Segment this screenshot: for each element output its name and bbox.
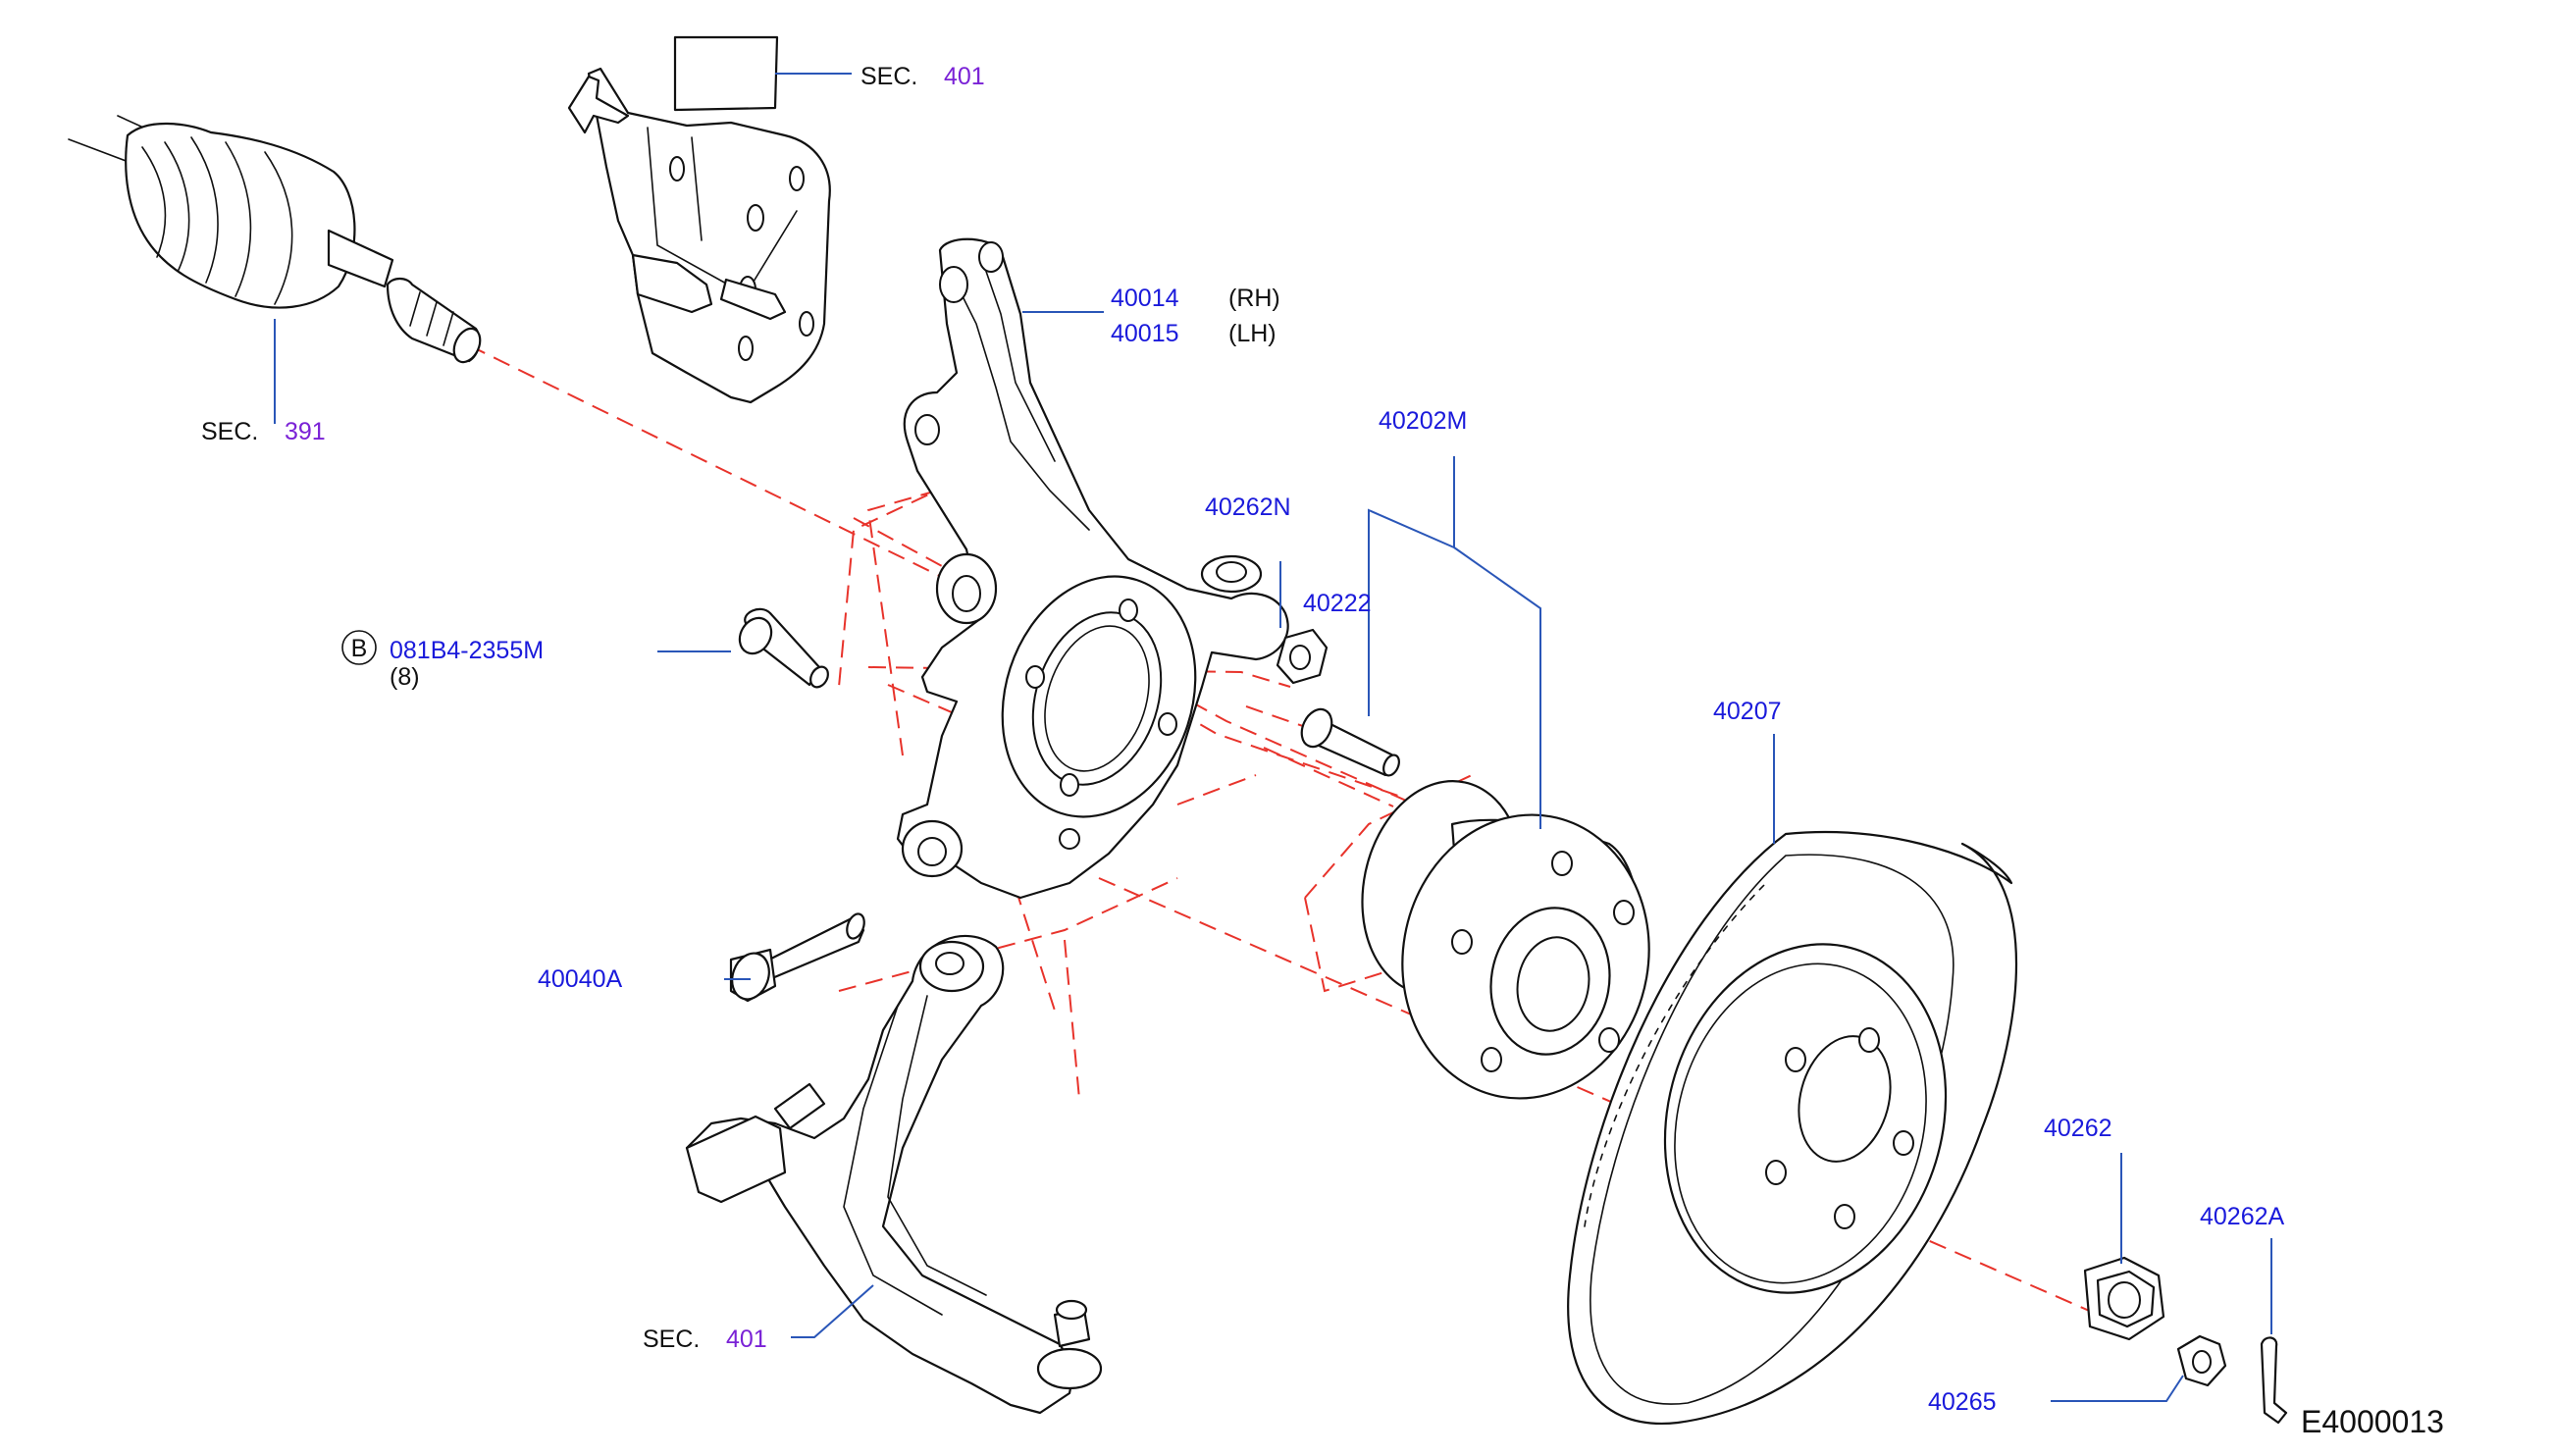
strut xyxy=(567,35,831,404)
label-40202M: 40202M xyxy=(1379,407,1467,435)
nut-40262N xyxy=(1276,628,1329,685)
bolt-b-number: 081B4-2355M xyxy=(390,637,544,664)
sec-number: 391 xyxy=(285,418,326,445)
diagram-id: E4000013 xyxy=(2301,1404,2444,1439)
label-sec-401-top: SEC. 401 xyxy=(860,63,985,90)
label-bolt-b: B 081B4-2355M (8) xyxy=(341,630,544,691)
hub-nut-40262 xyxy=(2083,1256,2165,1341)
knuckle-lh-number: 40015 xyxy=(1111,320,1179,347)
bolt-b-quantity: (8) xyxy=(390,663,420,691)
sec-prefix: SEC. xyxy=(201,418,258,445)
cotter-pin-40262A xyxy=(2260,1336,2288,1425)
label-sec-401-bottom: SEC. 401 xyxy=(643,1326,767,1353)
drive-shaft xyxy=(68,115,482,364)
sec-prefix: SEC. xyxy=(643,1326,700,1353)
label-40262A: 40262A xyxy=(2200,1203,2285,1230)
knuckle-rh-side: (RH) xyxy=(1228,285,1280,312)
label-knuckle: 40014 (RH) 40015 (LH) xyxy=(1111,285,1280,347)
brake-rotor xyxy=(1567,830,2017,1426)
label-40265: 40265 xyxy=(1928,1388,1997,1416)
nut-cap-40265 xyxy=(2176,1334,2227,1387)
hub-assembly xyxy=(1361,780,1650,1100)
label-sec-391: SEC. 391 xyxy=(201,418,326,445)
b-circle-icon xyxy=(341,630,377,665)
label-40262: 40262 xyxy=(2044,1115,2112,1142)
steering-knuckle xyxy=(896,237,1289,900)
b-letter: B xyxy=(351,635,368,662)
knuckle-rh-number: 40014 xyxy=(1111,285,1179,312)
sec-prefix: SEC. xyxy=(860,63,917,90)
bolt-40040A xyxy=(729,912,865,1003)
label-40222: 40222 xyxy=(1303,590,1372,617)
label-40207: 40207 xyxy=(1713,698,1782,725)
leader-lines xyxy=(274,73,2272,1402)
bolt-081B4-2355M xyxy=(738,607,829,689)
bolt-40222 xyxy=(1300,707,1400,777)
knuckle-lh-side: (LH) xyxy=(1228,320,1277,347)
label-40040A: 40040A xyxy=(538,965,623,993)
sec-number: 401 xyxy=(726,1326,767,1353)
sec-number: 401 xyxy=(944,63,985,90)
lower-control-arm xyxy=(685,934,1103,1415)
label-40262N: 40262N xyxy=(1205,494,1291,521)
